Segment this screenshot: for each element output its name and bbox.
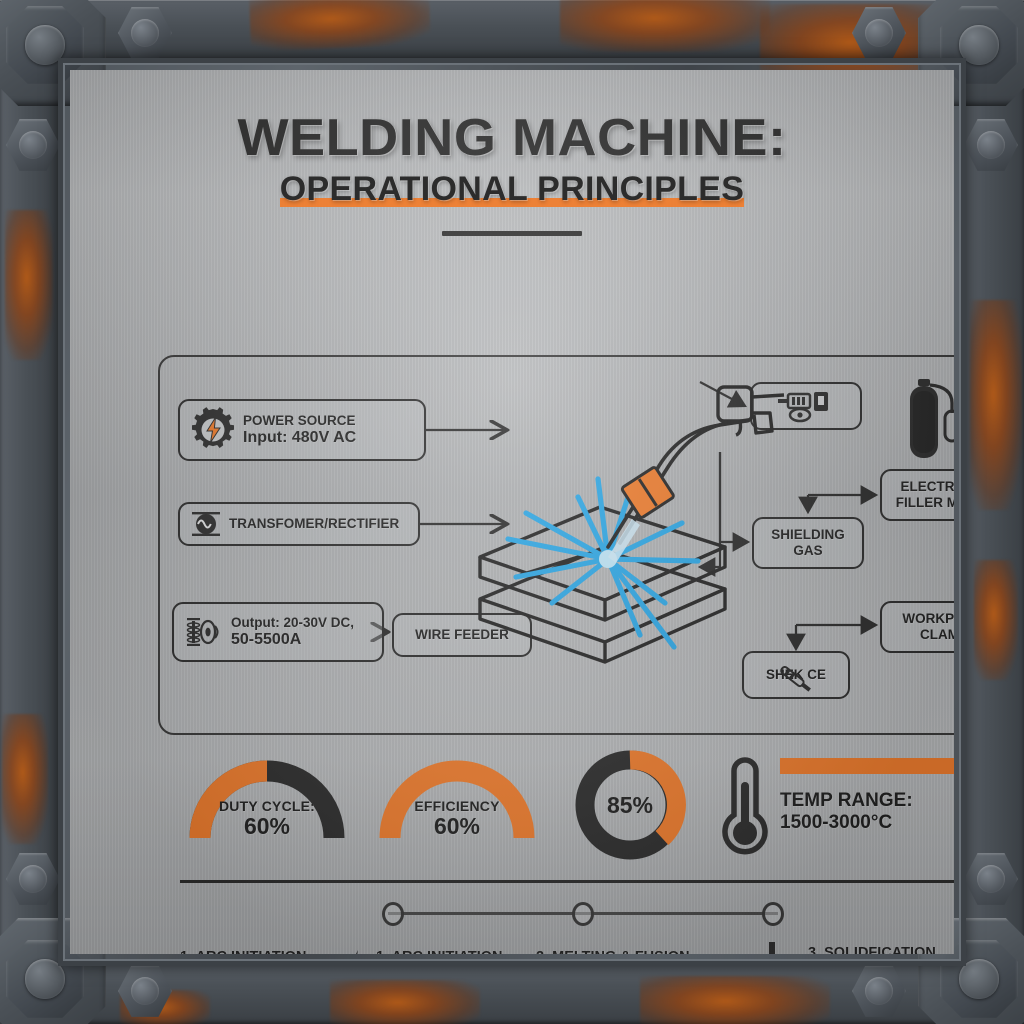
temperature-accent-bar [780, 758, 954, 774]
timeline-label-step-3: 3. SOLIDFICATION& WELD FORMATION [808, 945, 936, 954]
node-workpiece-label: WORKPIECE CLAMP [902, 611, 954, 642]
frame-bevel [58, 58, 966, 966]
node-transformer-label: TRANSFOMER/RECTIFIER [229, 516, 400, 532]
title-rule [442, 231, 582, 236]
process-diagram-panel: POWER SOURCE Input: 480V AC TRANSFOMER/R… [158, 355, 954, 735]
title-block: WELDING MACHINE: OPERATIONAL PRINCIPLES [70, 108, 954, 236]
efficiency-semicircle [379, 760, 535, 839]
waveform-icon [192, 512, 220, 536]
welding-machine-icon [778, 392, 828, 423]
bolt-icon [118, 7, 172, 59]
node-output-label: Output: 20-30V DC, 50-5500A [231, 614, 355, 648]
timeline-dot-2[interactable] [572, 902, 594, 926]
timeline-label-step-1: 1. ARC INITIATION [376, 948, 626, 954]
efficiency-text: EFFICIENCY 60% [414, 798, 500, 839]
thermometer-icon [722, 757, 768, 855]
node-workpiece-clamp[interactable]: WORKPIECE CLAMP [880, 601, 954, 653]
page-subtitle: OPERATIONAL PRINCIPLES [279, 170, 745, 208]
node-power-source[interactable]: POWER SOURCE Input: 480V AC [178, 399, 426, 461]
bolt-icon [6, 119, 60, 171]
node-shielding-gas[interactable]: SHIELDING GAS [752, 517, 864, 569]
weld-pool-icon [769, 942, 775, 954]
title-underline-highlight [279, 198, 745, 207]
node-wire-feeder-label: WIRE FEEDER [415, 627, 509, 643]
gear-bolt-icon [192, 407, 234, 448]
gauge-arc-stability-donut: 85% [570, 748, 690, 863]
process-timeline: 1. ARC INITIATION 1. ARC INITIATION 2. M… [158, 900, 954, 954]
timeline-dot-3[interactable] [762, 902, 784, 926]
node-output[interactable]: Output: 20-30V DC, 50-5500A [172, 602, 384, 662]
section-divider [180, 880, 954, 883]
node-electrode-label: ELECTRODE/ FILLER METAL [895, 479, 954, 510]
gauge-duty-cycle: DUTY CYCLE: 60% [178, 746, 356, 859]
wire-spool-icon [186, 618, 219, 646]
node-source-garbled[interactable]: SHEK CE [742, 651, 850, 699]
node-power-source-label: POWER SOURCE Input: 480V AC [243, 412, 357, 446]
spark-icon [356, 950, 358, 954]
donut-chart [575, 750, 686, 860]
duty-cycle-semicircle [189, 760, 345, 839]
timeline-label-left: 1. ARC INITIATION [180, 948, 340, 954]
temperature-block: TEMP RANGE: 1500-3000°C [718, 748, 954, 863]
node-wire-feeder[interactable]: WIRE FEEDER [392, 613, 532, 657]
temperature-text: TEMP RANGE: 1500-3000°C [780, 790, 913, 834]
metrics-row: DUTY CYCLE: 60% EFFICIENCY 60% [158, 742, 954, 862]
timeline-label-step-2: 2. MELTING & FUSION [536, 948, 786, 954]
welding-torch-illustration [478, 385, 785, 664]
node-electrode-filler-metal[interactable]: ELECTRODE/ FILLER METAL [880, 469, 954, 521]
gauge-efficiency: EFFICIENCY 60% [368, 746, 546, 859]
infographic-panel: WELDING MACHINE: OPERATIONAL PRINCIPLES [70, 70, 954, 954]
donut-value-label: 85% [606, 792, 654, 818]
node-shielding-gas-label: SHIELDING GAS [771, 527, 845, 558]
gas-cylinder-icon [910, 379, 954, 458]
timeline-dot-1[interactable] [382, 902, 404, 926]
bolt-icon [964, 119, 1018, 171]
corner-plate-bottom-left [0, 918, 106, 1024]
electrode-rod-icon [780, 665, 811, 692]
duty-cycle-text: DUTY CYCLE: 60% [218, 798, 316, 839]
page-title: WELDING MACHINE: [237, 109, 787, 167]
bolt-icon [852, 7, 906, 59]
node-welding-machine-icon[interactable] [750, 382, 862, 430]
node-transformer-rectifier[interactable]: TRANSFOMER/RECTIFIER [178, 502, 420, 546]
subtitle-wrap: OPERATIONAL PRINCIPLES [276, 170, 748, 209]
